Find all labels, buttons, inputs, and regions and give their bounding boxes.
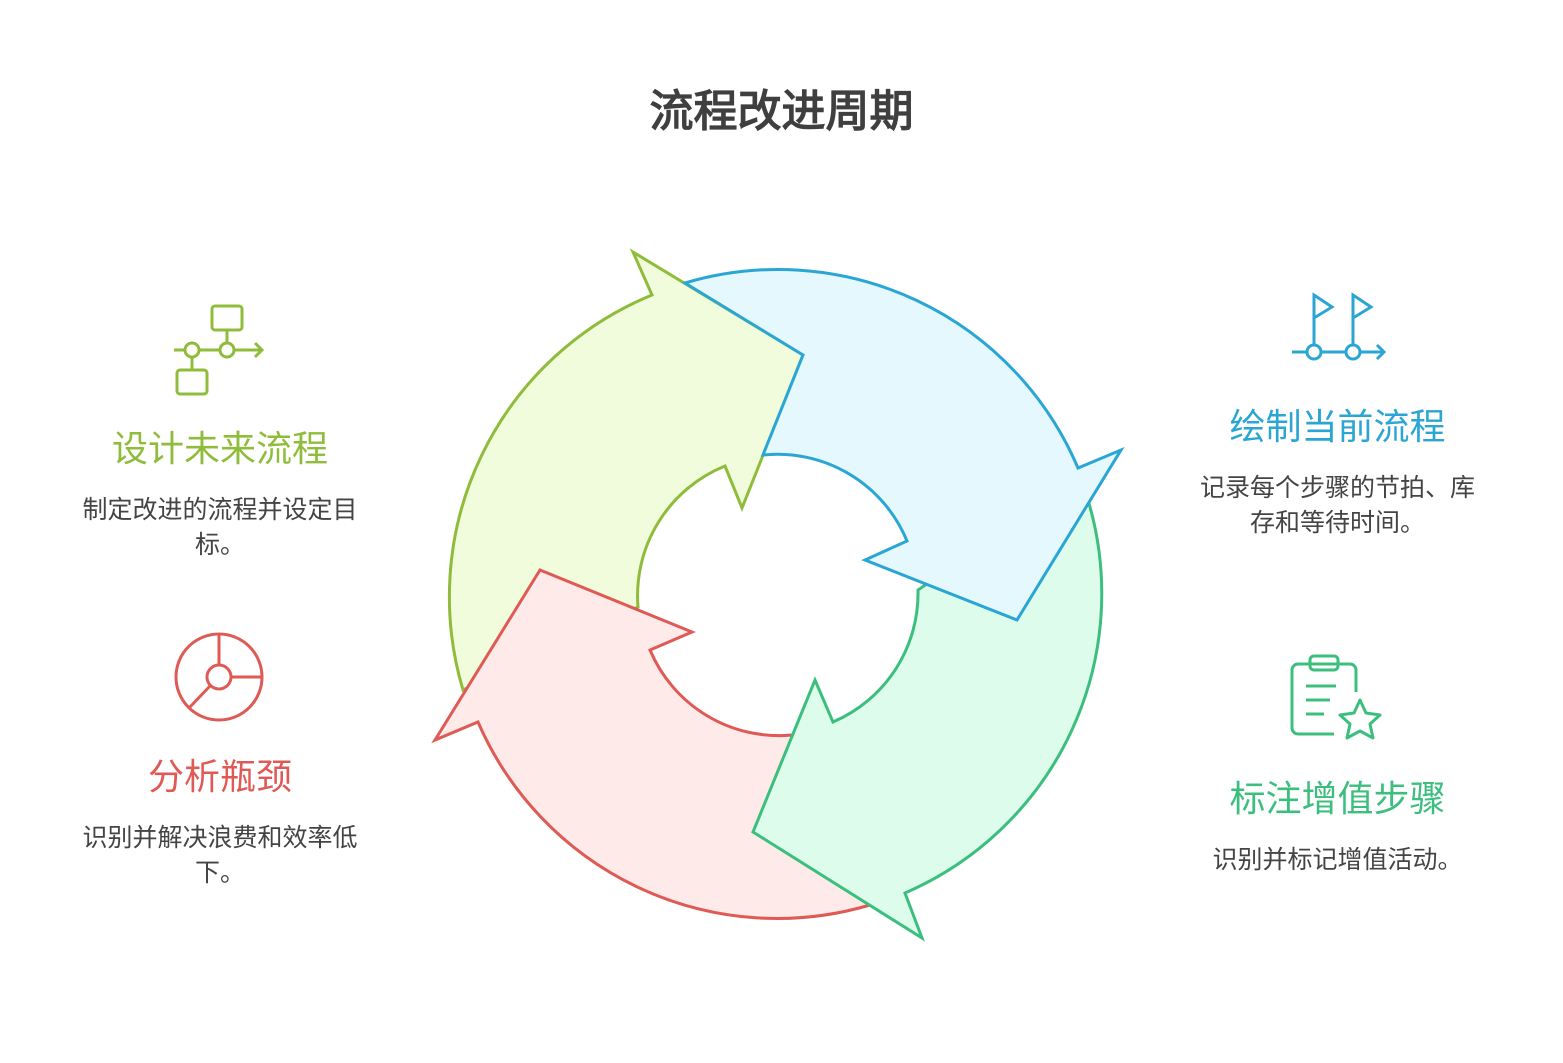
step-heading: 标注增值步骤 xyxy=(1229,779,1446,820)
step-mark: 标注增值步骤 识别并标记增值活动。 xyxy=(1200,770,1475,877)
step-description: 识别并标记增值活动。 xyxy=(1212,845,1463,874)
step-heading: 设计未来流程 xyxy=(111,429,328,470)
flowchart-icon xyxy=(174,304,265,396)
diagram-title: 流程改进周期 xyxy=(649,86,914,137)
map-arrow xyxy=(681,268,1125,622)
step-design: 设计未来流程 制定改进的流程并设定目标。 xyxy=(80,420,360,562)
step-heading: 分析瓶颈 xyxy=(147,757,292,798)
step-map: 绘制当前流程 记录每个步骤的节拍、库存和等待时间。 xyxy=(1200,398,1475,540)
step-heading: 绘制当前流程 xyxy=(1229,407,1446,448)
flags-timeline-icon xyxy=(1292,292,1387,361)
step-analyze: 分析瓶颈 识别并解决浪费和效率低下。 xyxy=(80,748,360,890)
step-description: 识别并解决浪费和效率低下。 xyxy=(82,823,358,887)
step-description: 记录每个步骤的节拍、库存和等待时间。 xyxy=(1200,473,1476,537)
pie-chart-icon xyxy=(174,632,264,722)
clipboard-star-icon xyxy=(1290,654,1382,740)
step-description: 制定改进的流程并设定目标。 xyxy=(82,495,358,559)
